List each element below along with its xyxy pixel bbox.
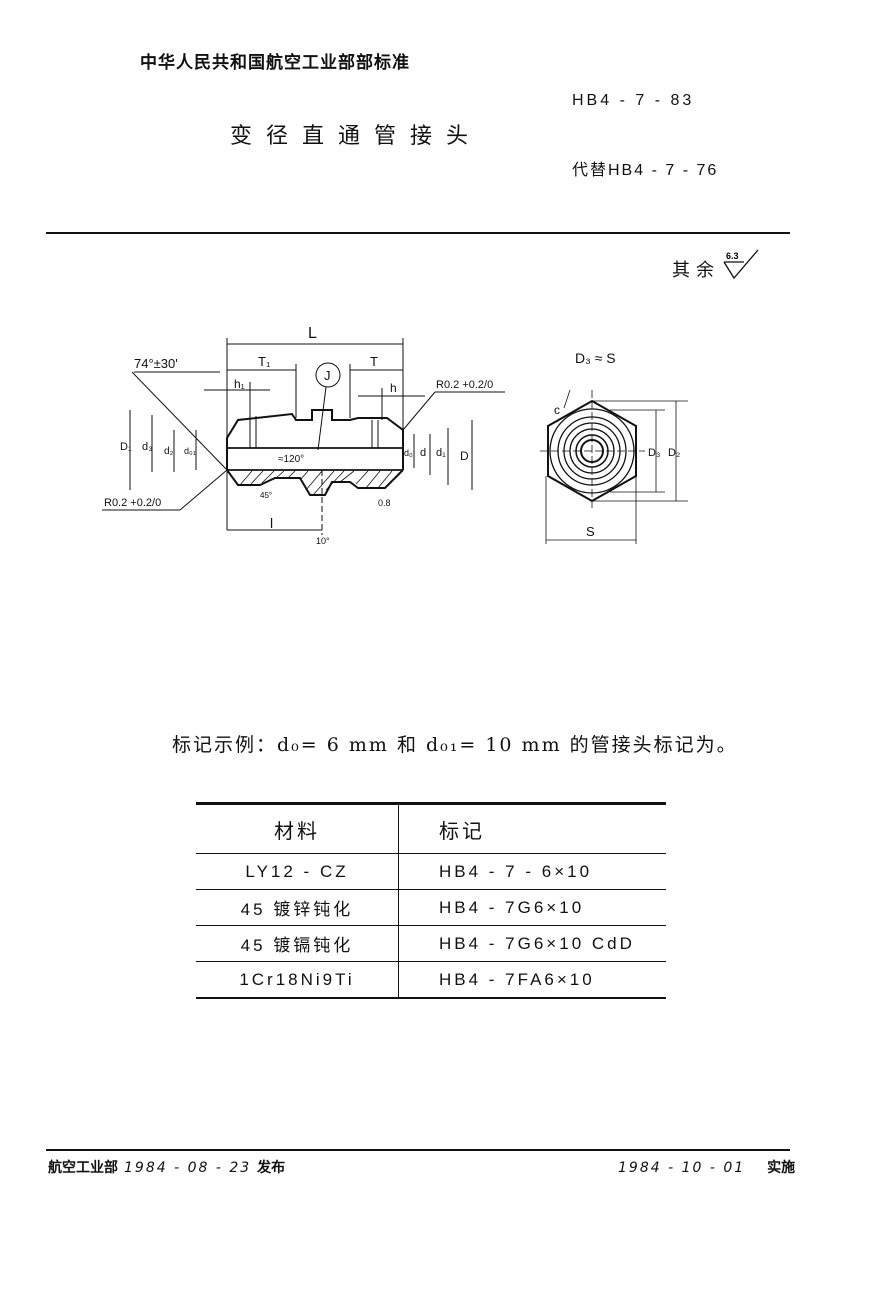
- svg-text:d₁: d₁: [436, 447, 446, 459]
- svg-text:10°: 10°: [316, 536, 330, 546]
- svg-text:h₁: h₁: [234, 377, 245, 391]
- svg-text:D₂: D₂: [668, 447, 680, 459]
- svg-text:T: T: [370, 354, 378, 369]
- table-row: 45 镀锌钝化 HB4 - 7G6×10: [196, 889, 666, 926]
- svg-text:D₁: D₁: [120, 441, 132, 453]
- svg-text:d₀₁: d₀₁: [184, 446, 196, 456]
- svg-text:d₀: d₀: [404, 448, 413, 458]
- svg-text:S: S: [586, 524, 595, 539]
- front-section-view-drawing: L T₁ T J h₁ h 74°±30' R0.2 +0.2/0 R0.2 +…: [102, 325, 505, 546]
- svg-text:h: h: [390, 381, 397, 395]
- material-cell: 45 镀镉钝化: [196, 925, 399, 962]
- effective-date: 1984 - 10 - 01: [618, 1160, 746, 1176]
- issue-date: 1984 - 08 - 23: [124, 1160, 252, 1176]
- issue-info: 航空工业部 1984 - 08 - 23 发布: [48, 1157, 285, 1177]
- table-row: 45 镀镉钝化 HB4 - 7G6×10 CdD: [196, 925, 666, 962]
- svg-text:D₃: D₃: [648, 447, 660, 459]
- roughness-label: 其余: [672, 260, 720, 281]
- svg-text:74°±30': 74°±30': [134, 356, 178, 371]
- roughness-symbol-icon: 6.3: [723, 249, 759, 280]
- header-marking: 标记: [398, 802, 666, 854]
- svg-text:0.8: 0.8: [378, 498, 391, 508]
- effective-label: 实施: [767, 1160, 796, 1176]
- marking-cell: HB4 - 7FA6×10: [398, 961, 666, 999]
- organization-title: 中华人民共和国航空工业部部标准: [140, 53, 410, 73]
- material-marking-table: 材料 标记 LY12 - CZ HB4 - 7 - 6×10 45 镀锌钝化 H…: [196, 802, 666, 999]
- marking-example: 标记示例：d₀= 6 mm 和 d₀₁= 10 mm 的管接头标记为。: [172, 734, 738, 756]
- table-row: LY12 - CZ HB4 - 7 - 6×10: [196, 853, 666, 890]
- svg-text:J: J: [324, 368, 331, 383]
- svg-text:d₂: d₂: [164, 446, 174, 457]
- marking-cell: HB4 - 7G6×10 CdD: [398, 925, 666, 962]
- svg-text:D₃ ≈ S: D₃ ≈ S: [575, 350, 616, 366]
- header-material: 材料: [196, 802, 399, 854]
- footer-divider: [46, 1149, 790, 1151]
- svg-text:T₁: T₁: [258, 354, 271, 369]
- material-cell: LY12 - CZ: [196, 853, 399, 890]
- surface-roughness-note: 其余 6.3: [672, 249, 759, 282]
- document-title: 变径直通管接头: [230, 124, 483, 149]
- standard-number: HB4 - 7 - 83: [572, 92, 695, 109]
- issue-label: 发布: [257, 1160, 286, 1176]
- material-cell: 1Cr18Ni9Ti: [196, 961, 399, 999]
- svg-text:45°: 45°: [260, 491, 272, 500]
- svg-text:L: L: [308, 325, 317, 342]
- marking-cell: HB4 - 7G6×10: [398, 889, 666, 926]
- marking-cell: HB4 - 7 - 6×10: [398, 853, 666, 890]
- svg-text:R0.2 +0.2/0: R0.2 +0.2/0: [104, 497, 161, 509]
- effective-info: 1984 - 10 - 01 实施: [612, 1157, 795, 1177]
- table-row: 1Cr18Ni9Ti HB4 - 7FA6×10: [196, 961, 666, 999]
- issuer: 航空工业部: [48, 1160, 118, 1176]
- svg-text:l: l: [270, 515, 273, 531]
- svg-text:6.3: 6.3: [726, 251, 739, 261]
- table-header-row: 材料 标记: [196, 802, 666, 854]
- svg-text:R0.2 +0.2/0: R0.2 +0.2/0: [436, 379, 493, 391]
- hex-end-view-drawing: D₃ ≈ S c D₃ D₂ S: [540, 350, 688, 544]
- svg-text:D: D: [460, 449, 469, 463]
- replaces-standard: 代替HB4 - 7 - 76: [572, 162, 719, 179]
- svg-text:d: d: [420, 447, 426, 459]
- material-cell: 45 镀锌钝化: [196, 889, 399, 926]
- svg-text:≈120°: ≈120°: [278, 454, 304, 465]
- svg-text:d₃: d₃: [142, 441, 153, 453]
- svg-text:c: c: [554, 403, 560, 417]
- header-divider: [46, 232, 790, 234]
